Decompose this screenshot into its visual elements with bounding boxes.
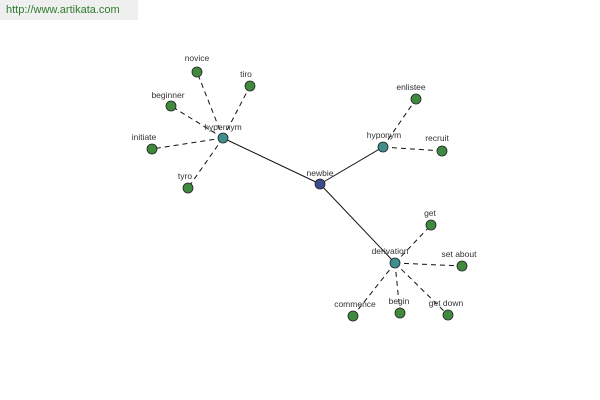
edge-hyponym-enlistee [382, 98, 417, 148]
leaf-label-enlistee[interactable]: enlistee [396, 82, 426, 92]
edge-hypernym-initiate [151, 137, 224, 150]
leaf-label-novice[interactable]: novice [185, 53, 210, 63]
edge-newbie-derivation [319, 183, 396, 264]
site-link[interactable]: http://www.artikata.com [6, 4, 120, 16]
leaf-node-get[interactable] [425, 219, 437, 231]
edge-derivation-get [394, 224, 432, 264]
leaf-label-beginner[interactable]: beginner [151, 90, 184, 100]
leaf-node-novice[interactable] [191, 66, 203, 78]
edge-hypernym-beginner [170, 105, 224, 139]
nodes-layer [146, 66, 468, 322]
leaf-node-beginner[interactable] [165, 100, 177, 112]
edge-newbie-hyponym [319, 146, 384, 185]
leaf-node-set-about[interactable] [456, 260, 468, 272]
edge-derivation-get-down [394, 262, 449, 316]
leaf-label-tiro[interactable]: tiro [240, 69, 252, 79]
leaf-label-get-down[interactable]: get down [429, 298, 464, 308]
leaf-label-tyro[interactable]: tyro [178, 171, 192, 181]
edge-newbie-hypernym [222, 137, 321, 185]
edge-derivation-commence [352, 262, 396, 317]
edge-derivation-set-about [394, 262, 463, 267]
leaf-node-commence[interactable] [347, 310, 359, 322]
leaf-label-recruit[interactable]: recruit [425, 133, 449, 143]
relation-node-hypernym[interactable] [217, 132, 229, 144]
root-node-newbie[interactable] [314, 178, 326, 190]
leaf-node-begin[interactable] [394, 307, 406, 319]
leaf-node-recruit[interactable] [436, 145, 448, 157]
relation-label-hypernym[interactable]: hypernym [204, 122, 241, 132]
relation-node-hyponym[interactable] [377, 141, 389, 153]
leaf-node-get-down[interactable] [442, 309, 454, 321]
edge-hyponym-recruit [382, 146, 443, 152]
root-label-newbie[interactable]: newbie [307, 168, 334, 178]
relation-label-derivation[interactable]: derivation [372, 246, 409, 256]
leaf-label-commence[interactable]: commence [334, 299, 376, 309]
edge-hypernym-tyro [187, 137, 224, 189]
edge-hypernym-novice [196, 71, 224, 139]
labels-layer: hypernym novice tiro beginner initiate tyro hy… [132, 53, 477, 309]
leaf-node-enlistee[interactable] [410, 93, 422, 105]
edge-hypernym-tiro [222, 85, 251, 139]
leaf-label-get[interactable]: get [424, 208, 436, 218]
leaf-label-begin[interactable]: begin [389, 296, 410, 306]
leaf-node-initiate[interactable] [146, 143, 158, 155]
relation-node-derivation[interactable] [389, 257, 401, 269]
leaf-label-set-about[interactable]: set about [442, 249, 478, 259]
url-banner: http://www.artikata.com [0, 0, 138, 20]
edges-layer [151, 71, 463, 317]
leaf-node-tyro[interactable] [182, 182, 194, 194]
leaf-label-initiate[interactable]: initiate [132, 132, 157, 142]
relation-label-hyponym[interactable]: hyponym [367, 130, 402, 140]
leaf-node-tiro[interactable] [244, 80, 256, 92]
